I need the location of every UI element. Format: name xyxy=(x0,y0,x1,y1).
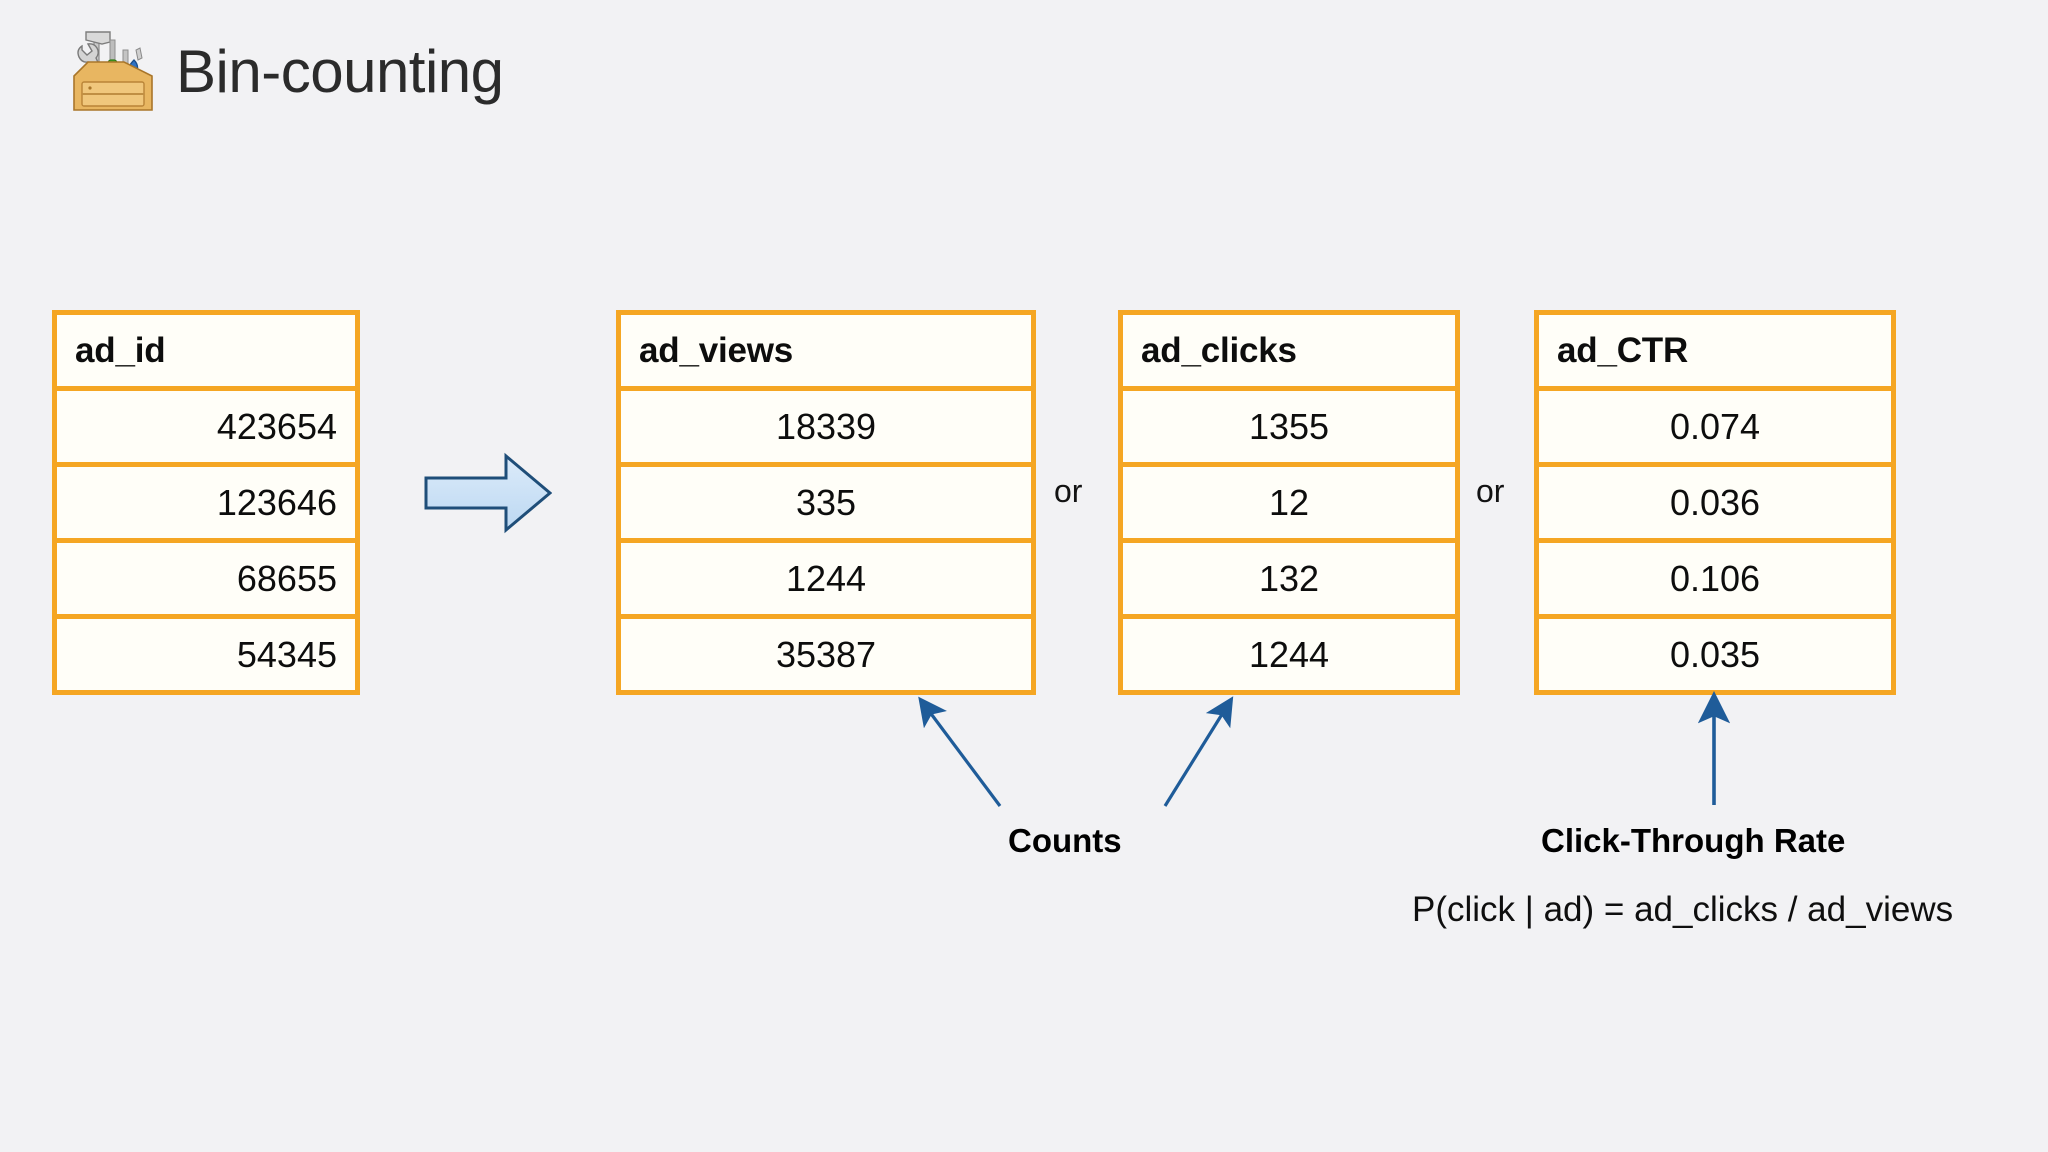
table-row: 335 xyxy=(621,467,1031,538)
table-ad-id: ad_id 423654 123646 68655 54345 xyxy=(52,310,360,695)
ctr-formula: P(click | ad) = ad_clicks / ad_views xyxy=(1412,890,1954,929)
slide-title-bar: Bin-counting xyxy=(66,24,504,120)
toolbox-icon xyxy=(66,24,162,120)
table-row: 1244 xyxy=(1123,619,1455,690)
table-row: 123646 xyxy=(57,467,355,538)
flow-arrow-right-icon xyxy=(424,452,553,534)
table-ad-clicks: ad_clicks 1355 12 132 1244 xyxy=(1118,310,1460,695)
table-row: 54345 xyxy=(57,619,355,690)
table-row: 1355 xyxy=(1123,391,1455,462)
table-row: 0.106 xyxy=(1539,543,1891,614)
table-row: 0.074 xyxy=(1539,391,1891,462)
callout-label-click-through-rate: Click-Through Rate xyxy=(1541,822,1846,859)
page-title: Bin-counting xyxy=(176,38,504,105)
table-ad-views-header: ad_views xyxy=(621,315,1031,386)
table-ad-id-header: ad_id xyxy=(57,315,355,386)
table-row: 0.036 xyxy=(1539,467,1891,538)
callout-label-counts: Counts xyxy=(1008,822,1122,859)
table-row: 0.035 xyxy=(1539,619,1891,690)
table-row: 132 xyxy=(1123,543,1455,614)
separator-or-1: or xyxy=(1054,473,1083,509)
separator-or-2: or xyxy=(1476,473,1505,509)
table-ad-ctr: ad_CTR 0.074 0.036 0.106 0.035 xyxy=(1534,310,1896,695)
table-ad-clicks-header: ad_clicks xyxy=(1123,315,1455,386)
table-row: 18339 xyxy=(621,391,1031,462)
table-row: 423654 xyxy=(57,391,355,462)
table-row: 68655 xyxy=(57,543,355,614)
table-ad-ctr-header: ad_CTR xyxy=(1539,315,1891,386)
callout-arrow-ad-views xyxy=(918,696,1002,807)
callout-arrow-ad-clicks xyxy=(1163,696,1234,807)
table-ad-views: ad_views 18339 335 1244 35387 xyxy=(616,310,1036,695)
table-row: 12 xyxy=(1123,467,1455,538)
table-row: 35387 xyxy=(621,619,1031,690)
table-row: 1244 xyxy=(621,543,1031,614)
